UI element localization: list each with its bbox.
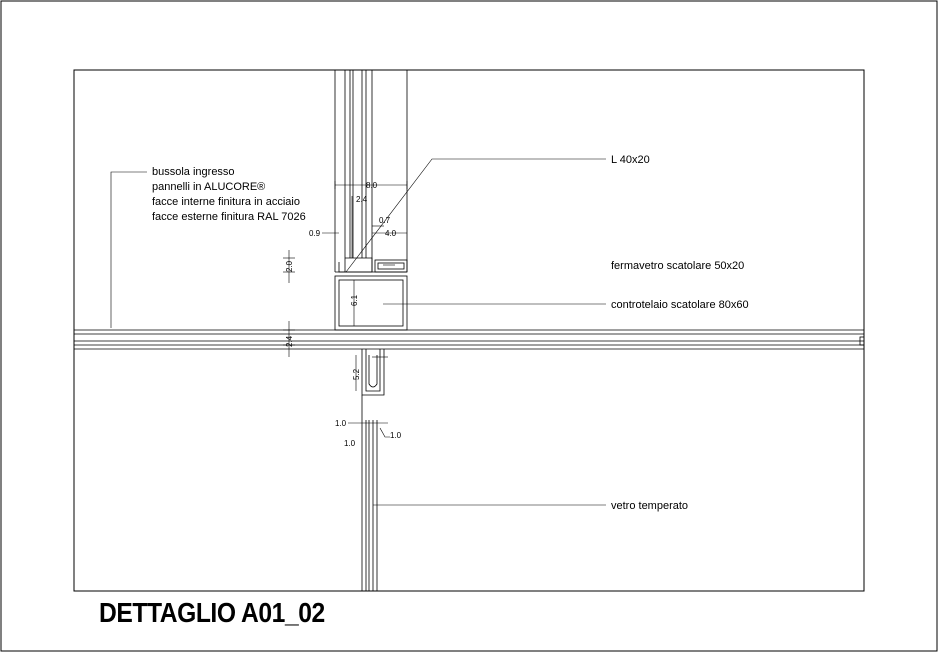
dim-0-7: 0.7 <box>379 216 391 225</box>
note-bussola-line2: pannelli in ALUCORE® <box>152 181 265 193</box>
dim-4-0: 4.0 <box>385 229 397 238</box>
note-fermavetro: fermavetro scatolare 50x20 <box>611 260 744 272</box>
dim-8-0: 8.0 <box>366 181 378 190</box>
note-vetro: vetro temperato <box>611 500 688 512</box>
dim-0-9: 0.9 <box>309 229 321 238</box>
drawing-frame <box>73 69 865 592</box>
drawing-title: DETTAGLIO A01_02 <box>99 597 325 628</box>
note-bussola-line3: facce interne finitura in acciaio <box>152 196 300 208</box>
dim-5-2: 5.2 <box>352 368 361 380</box>
note-bussola-line4: facce esterne finitura RAL 7026 <box>152 211 306 223</box>
dim-1-0-left: 1.0 <box>335 419 347 428</box>
dim-2-4-top: 2.4 <box>356 195 368 204</box>
note-angle: L 40x20 <box>611 154 650 166</box>
note-controtelaio: controtelaio scatolare 80x60 <box>611 299 749 311</box>
dim-2-4-mid: 2.4 <box>285 335 294 347</box>
dim-1-0-right: 1.0 <box>390 431 402 440</box>
note-bussola-line1: bussola ingresso <box>152 166 235 178</box>
dim-2-0: 2.0 <box>285 260 294 272</box>
leader-lines <box>110 158 606 506</box>
dim-1-0-bottom: 1.0 <box>344 439 356 448</box>
dimension-lines <box>283 181 408 424</box>
dim-6-1: 6.1 <box>350 294 359 306</box>
section-geometry <box>74 70 865 591</box>
